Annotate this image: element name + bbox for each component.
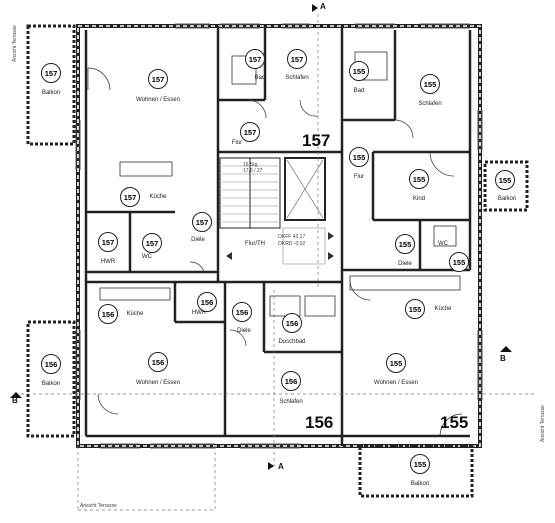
unit-badge-schlafen-157: 157	[287, 49, 307, 69]
section-marker-a-top: A	[320, 2, 326, 11]
room-label-duschbad-156: Duschbad	[278, 339, 306, 345]
room-label-balkon-w: Balkon	[41, 381, 61, 387]
unit-badge-wohnen-155: 155	[386, 353, 406, 373]
unit-badge-hwr-156: 156	[197, 292, 217, 312]
unit-badge-diele-157: 157	[192, 212, 212, 232]
room-label-schlafen-155: Schlafen	[418, 101, 442, 107]
unit-label-155: 155	[440, 413, 469, 432]
room-label-wohnen-157: Wohnen / Essen	[136, 97, 180, 103]
unit-badge-balkon-e: 155	[495, 170, 515, 190]
room-label-flur-157: Flur	[231, 140, 243, 146]
level-okff: OKFF 43,17	[278, 234, 306, 240]
room-label-hwr-157: HWR	[100, 259, 116, 265]
room-label-wohnen-155: Wohnen / Essen	[374, 380, 418, 386]
unit-badge-duschbad-156: 156	[282, 313, 302, 333]
stair-annotation-a: 16 Stg.	[243, 162, 259, 168]
room-label-kueche-157: Küche	[149, 194, 167, 200]
room-label-wc-157: WC	[142, 254, 152, 260]
room-label-wc-155: WC	[438, 241, 448, 247]
unit-badge-wc-155: 155	[449, 252, 469, 272]
room-label-diele-157: Diele	[191, 237, 205, 243]
section-marker-a-bottom: A	[278, 462, 284, 471]
unit-badge-wc-157: 157	[142, 233, 162, 253]
unit-badge-kueche-155: 155	[405, 299, 425, 319]
unit-badge-balkon-nw: 157	[41, 63, 61, 83]
unit-badge-kueche-156: 156	[98, 304, 118, 324]
section-marker-b-right: B	[500, 354, 506, 363]
room-label-bad-157: Bad	[254, 75, 266, 81]
stair-core	[219, 157, 326, 265]
unit-label-156: 156	[305, 413, 334, 432]
unit-badge-diele-156: 156	[232, 302, 252, 322]
unit-badge-wohnen-157: 157	[148, 69, 168, 89]
dashed-lines	[15, 14, 535, 511]
unit-badge-diele-155: 155	[395, 234, 415, 254]
unit-badge-bad-157: 157	[245, 49, 265, 69]
unit-badge-balkon-s: 155	[410, 454, 430, 474]
room-label-flur-th: Flur/TH	[245, 241, 265, 247]
view-label-south: Ansicht Terrasse	[80, 503, 117, 509]
unit-badge-schlafen-156: 156	[281, 371, 301, 391]
unit-label-157: 157	[302, 131, 331, 150]
room-label-balkon-s: Balkon	[410, 481, 430, 487]
level-okrd: OKRD -0,02	[278, 241, 306, 247]
room-label-hwr-156: HWR	[191, 310, 207, 316]
stair-annotation-b: 17,6 / 27	[243, 168, 263, 174]
room-label-bad-155: Bad	[353, 88, 365, 94]
unit-badge-balkon-w: 156	[41, 354, 61, 374]
unit-badge-schlafen-155: 155	[420, 74, 440, 94]
interior-walls	[84, 26, 472, 446]
unit-badge-kind-155: 155	[409, 169, 429, 189]
room-label-flur-155: Flur	[353, 174, 365, 180]
room-label-kueche-156: Küche	[126, 311, 144, 317]
exterior-wall-pattern	[77, 25, 481, 447]
balconies	[26, 24, 529, 498]
room-label-balkon-nw: Balkon	[41, 90, 61, 96]
room-label-balkon-e: Balkon	[497, 196, 517, 202]
room-label-diele-155: Diele	[398, 261, 412, 267]
unit-badge-flur-157: 157	[240, 122, 260, 142]
view-label-east: Ansicht Terrasse	[540, 405, 546, 442]
section-marker-b-left: B	[12, 396, 18, 405]
room-label-wohnen-156: Wohnen / Essen	[136, 380, 180, 386]
unit-badge-hwr-157: 157	[98, 232, 118, 252]
unit-badge-wohnen-156: 156	[148, 352, 168, 372]
room-label-schlafen-157: Schlafen	[285, 75, 309, 81]
unit-badge-kueche-157: 157	[120, 187, 140, 207]
room-label-kueche-155: Küche	[434, 306, 452, 312]
room-label-diele-156: Diele	[237, 328, 251, 334]
room-label-schlafen-156: Schlafen	[279, 399, 303, 405]
section-arrows	[10, 4, 512, 470]
door-swings	[87, 67, 463, 437]
unit-badge-bad-155: 155	[349, 61, 369, 81]
landing-arrows	[226, 232, 334, 260]
window-openings	[75, 23, 483, 449]
view-label-west: Ansicht Terrasse	[12, 25, 18, 62]
room-label-kind-155: Kind	[412, 196, 426, 202]
unit-badge-flur-155: 155	[349, 147, 369, 167]
